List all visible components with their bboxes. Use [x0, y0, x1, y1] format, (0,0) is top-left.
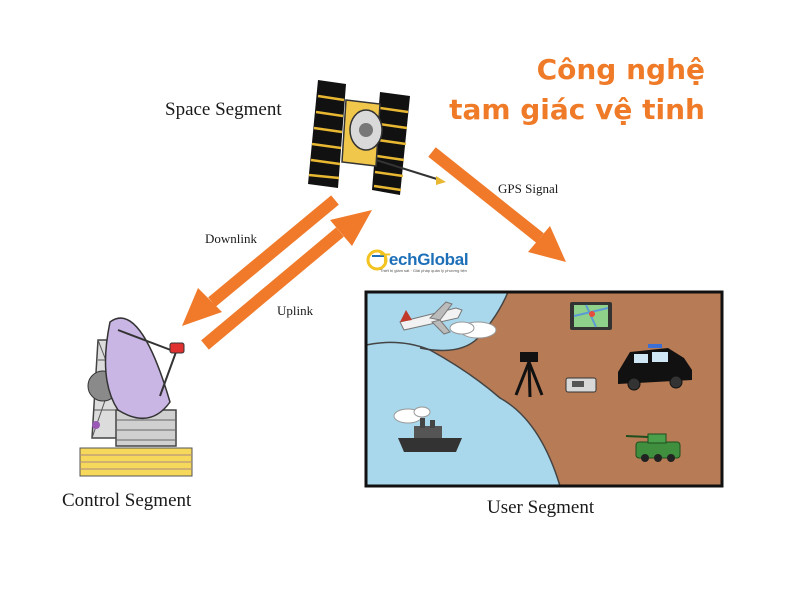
techglobal-logo-icon: [366, 249, 388, 271]
downlink-arrow: [182, 195, 339, 326]
control-segment-label: Control Segment: [62, 490, 192, 511]
ground-station-dish-icon: [79, 317, 193, 477]
tablet-map-icon: [570, 302, 612, 330]
user-segment-label: User Segment: [487, 497, 595, 518]
page-title-line-2: tam giác vệ tinh: [449, 93, 705, 126]
logo-brand-rest: echGlobal: [388, 250, 469, 269]
logo-tagline: Thiết bị giám sát · Giải pháp quản lý ph…: [380, 268, 467, 273]
space-segment-label: Space Segment: [165, 99, 282, 120]
military-vehicle-icon: [625, 433, 681, 462]
airplane-icon: [399, 301, 497, 339]
uplink-label: Uplink: [277, 303, 314, 318]
uplink-arrow: [201, 210, 372, 350]
ship-icon: [393, 406, 462, 452]
techglobal-logo: TechGlobal Thiết bị giám sát · Giải pháp…: [380, 250, 469, 273]
satellite-icon: [308, 80, 446, 195]
gps-signal-label: GPS Signal: [498, 181, 559, 196]
police-car-icon: [618, 344, 692, 391]
gps-signal-arrow: [428, 147, 566, 262]
logo-brand-t: T: [380, 250, 389, 269]
page-title-line-1: Công nghệ: [536, 53, 705, 86]
downlink-label: Downlink: [205, 231, 257, 246]
gps-tripod-icon: [514, 352, 544, 398]
gps-receiver-icon: [565, 377, 597, 393]
